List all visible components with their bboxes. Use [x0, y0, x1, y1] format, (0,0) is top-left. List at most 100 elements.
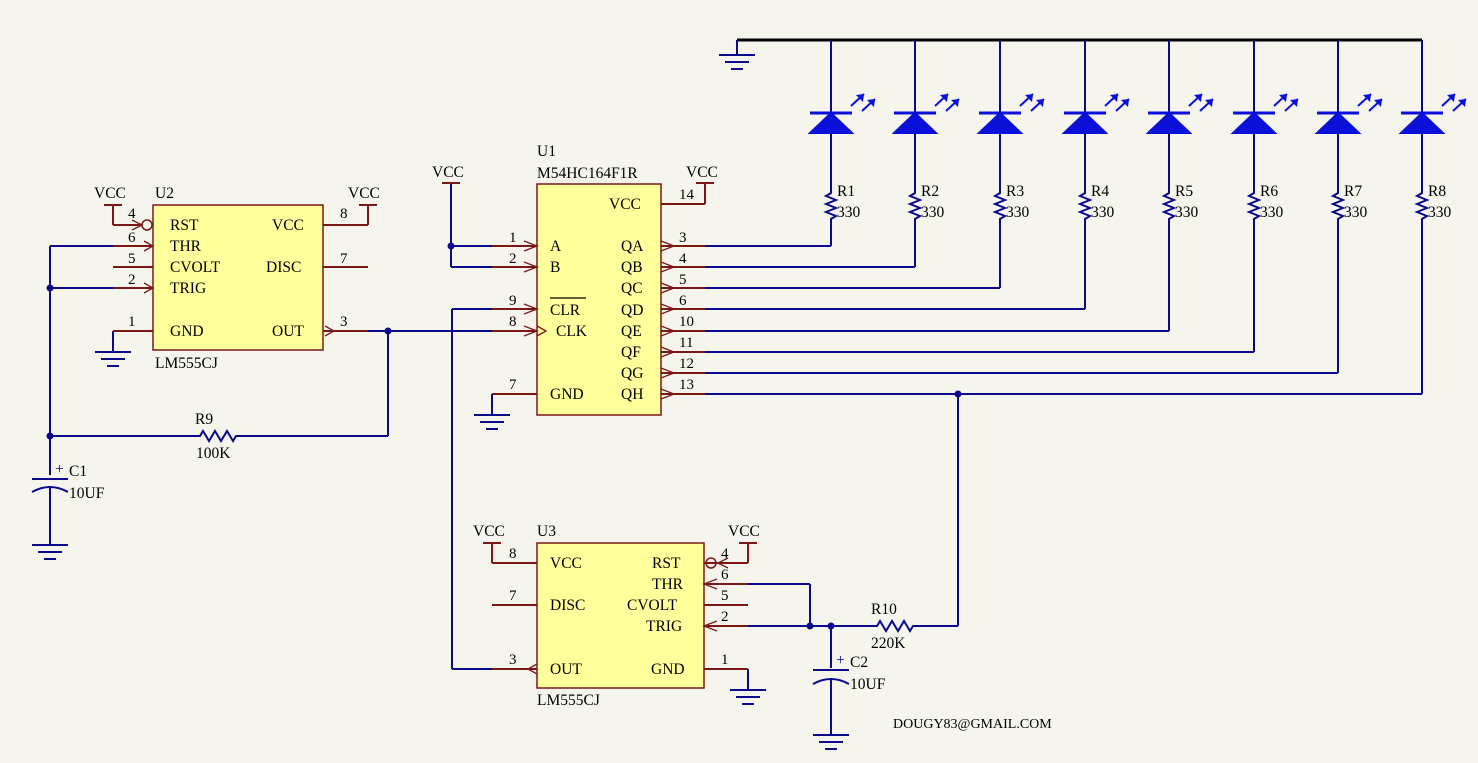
junction-dot: [384, 327, 392, 335]
u3-pin-trig: TRIG: [646, 618, 682, 635]
u2-pin-num-8: 8: [340, 206, 348, 222]
u3-body: [536, 542, 705, 689]
resistor-r1-value: 330: [837, 204, 861, 221]
u1-pin-num-9: 9: [509, 293, 517, 309]
u3-vcc-label-right: VCC: [728, 523, 760, 540]
u2-pin-disc: DISC: [266, 259, 301, 276]
c2-value: 10UF: [850, 676, 886, 693]
u2-pin-cvolt: CVOLT: [170, 259, 221, 276]
junction-dot: [46, 284, 54, 292]
u2-pin-vcc: VCC: [272, 217, 304, 234]
u3-pin-disc: DISC: [550, 597, 585, 614]
u1-pin-qh: QH: [621, 386, 643, 403]
u1-pin-b: B: [550, 259, 560, 276]
resistor-r3-value: 330: [1006, 204, 1030, 221]
u3-pin-num-6: 6: [721, 567, 729, 583]
resistor-r1: [823, 190, 839, 222]
u3-pin-vcc: VCC: [550, 555, 582, 572]
u1-pin-qf: QF: [621, 344, 641, 361]
u1-pin-num-12: 12: [679, 356, 694, 372]
u3-pin-num-1: 1: [721, 652, 729, 668]
capacitor-c1: + C1 10UF: [31, 461, 105, 560]
u2-pin-out: OUT: [272, 323, 304, 340]
u2-pin-thr: THR: [170, 238, 202, 255]
c1-ref: C1: [69, 463, 87, 480]
u1-pin-gnd: GND: [550, 386, 584, 403]
led-6: [1230, 111, 1278, 134]
u1-pin-qd: QD: [621, 302, 643, 319]
led-5: [1145, 111, 1193, 134]
u2-vcc-label-right: VCC: [348, 185, 380, 202]
led-channel-7: R7 330: [705, 40, 1383, 374]
resistor-r2-value: 330: [921, 204, 945, 221]
u1-pin-num-3: 3: [679, 230, 687, 246]
chip-u2: U2 LM555CJ RST THR CVOLT TRIG GND VCC DI…: [94, 185, 380, 372]
u1-pin-qa: QA: [621, 238, 644, 255]
resistor-r2-ref: R2: [921, 183, 939, 200]
u2-pin-num-4: 4: [128, 206, 136, 222]
resistor-r4-ref: R4: [1091, 183, 1109, 200]
u1-pin-num-10: 10: [679, 314, 694, 330]
resistor-r5-ref: R5: [1175, 183, 1193, 200]
resistor-r9: R9 100K: [195, 411, 238, 462]
u2-body: [152, 204, 324, 351]
u3-pin-num-3: 3: [509, 652, 517, 668]
u1-vcc-label-left: VCC: [432, 164, 464, 181]
u3-pin-num-2: 2: [721, 609, 729, 625]
junction-dot: [447, 242, 455, 250]
capacitor-c2: + C2 10UF: [812, 652, 886, 750]
u2-pin-num-6: 6: [128, 230, 136, 246]
u2-vcc-label-left: VCC: [94, 185, 126, 202]
u3-pin-num-8: 8: [509, 546, 517, 562]
u3-part: LM555CJ: [537, 692, 600, 709]
u1-pin-num-13: 13: [679, 377, 694, 393]
led-3: [976, 111, 1024, 134]
led-channel-2: R2 330: [705, 40, 960, 268]
c2-ref: C2: [850, 654, 868, 671]
u1-pin-clr: CLR: [550, 302, 581, 319]
led-8: [1398, 111, 1446, 134]
u1-pin-num-2: 2: [509, 251, 517, 267]
r10-value: 220K: [871, 635, 906, 652]
u1-pin-qg: QG: [621, 365, 643, 382]
u1-pin-num-1: 1: [509, 230, 517, 246]
led-7: [1314, 111, 1362, 134]
r9-ref: R9: [195, 411, 213, 428]
u1-part: M54HC164F1R: [537, 165, 638, 182]
resistor-r4: [1077, 190, 1093, 222]
resistor-r10: R10 220K: [871, 601, 915, 652]
c1-value: 10UF: [69, 485, 105, 502]
u1-body: [536, 183, 662, 416]
chip-u3: U3 LM555CJ VCC DISC OUT RST THR CVOLT TR…: [473, 523, 766, 709]
u2-pin-trig: TRIG: [170, 280, 206, 297]
r9-value: 100K: [196, 445, 231, 462]
led-ground-bus: [719, 38, 1422, 70]
u1-pin-clk: CLK: [556, 323, 588, 340]
led-2: [891, 111, 939, 134]
resistor-r3-ref: R3: [1006, 183, 1024, 200]
u3-rst-inversion-bubble: [705, 557, 717, 569]
u2-part: LM555CJ: [155, 355, 218, 372]
resistor-r7: [1330, 190, 1346, 222]
u1-pin-num-11: 11: [679, 335, 693, 351]
led-channel-4: R4 330: [705, 40, 1130, 310]
resistor-r3: [992, 190, 1008, 222]
u2-ref: U2: [155, 185, 174, 202]
resistor-r7-ref: R7: [1344, 183, 1362, 200]
u1-pin-vcc: VCC: [609, 196, 641, 213]
u1-pin-a: A: [550, 238, 562, 255]
u3-vcc-label-left: VCC: [473, 523, 505, 540]
u1-pin-num-8: 8: [509, 314, 517, 330]
resistor-r4-value: 330: [1091, 204, 1115, 221]
u1-pin-num-5: 5: [679, 272, 687, 288]
led-4: [1061, 111, 1109, 134]
u1-pin-qb: QB: [621, 259, 643, 276]
u3-pin-num-5: 5: [721, 588, 729, 604]
u2-pin-rst: RST: [170, 217, 199, 234]
junction-dot: [806, 622, 814, 630]
u1-pin-qe: QE: [621, 323, 642, 340]
u1-pin-num-4: 4: [679, 251, 687, 267]
